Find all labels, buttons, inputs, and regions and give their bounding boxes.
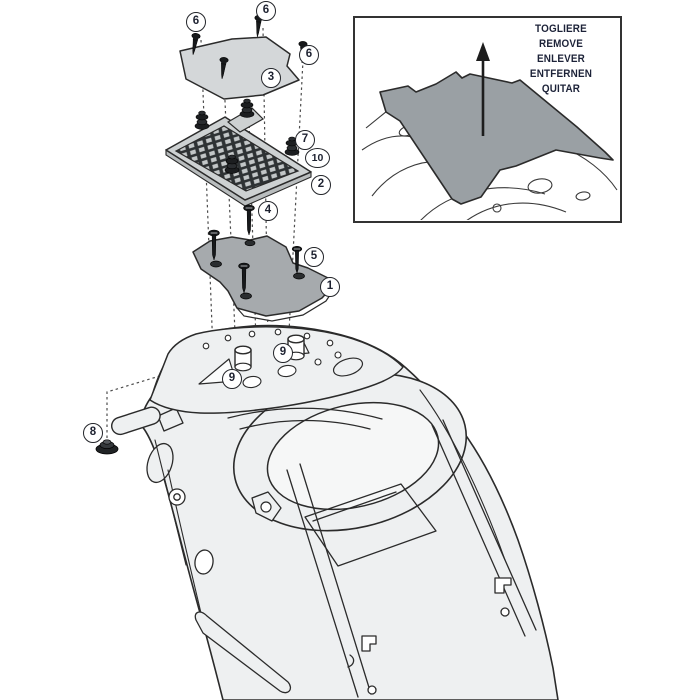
rack-holes (202, 328, 342, 389)
rack-bump (332, 357, 364, 377)
callout-screw-6: 6 (299, 45, 319, 65)
callout-spacer-9: 9 (273, 343, 293, 363)
callout-spacer-9: 9 (222, 369, 242, 389)
callout-screw-6: 6 (256, 1, 276, 21)
callout-bracket-1: 1 (320, 277, 340, 297)
instruction-line: QUITAR (541, 83, 581, 95)
callout-nut-8: 8 (83, 423, 103, 443)
instruction-line: ENTFERNEN (529, 68, 593, 80)
left-grip (111, 406, 184, 484)
callout-plate-2: 2 (311, 175, 331, 195)
instruction-line: TOGLIERE (535, 23, 587, 35)
plate-2-mesh (174, 125, 300, 192)
callout-grommet-7: 7 (295, 130, 315, 150)
oem-cover-part (379, 71, 614, 205)
bracket-edge (236, 288, 335, 322)
instruction-line: ENLEVER (536, 53, 586, 65)
callout-grommet-10: 10 (305, 148, 330, 168)
inset-removal-box (353, 16, 622, 223)
rear-rack (149, 326, 404, 414)
callout-screw-4: 4 (258, 201, 278, 221)
grommet-icon (194, 110, 210, 130)
callout-screw-6: 6 (186, 12, 206, 32)
bracket-holes (210, 239, 305, 300)
arrow-up-icon (476, 42, 490, 136)
bodywork-trims (168, 488, 512, 695)
inset-instructions: TOGLIERE REMOVE ENLEVER ENTFERNEN QUITAR (496, 22, 626, 97)
motorcycle-tail-artwork (111, 324, 559, 700)
callout-screw-5: 5 (304, 247, 324, 267)
callout-plate-3: 3 (261, 68, 281, 88)
bracket-part-1 (192, 204, 335, 322)
instruction-line: REMOVE (539, 38, 583, 50)
flange-nut-part-8 (95, 439, 119, 455)
spacer-bushing-icon (234, 345, 252, 372)
seat-details (154, 389, 537, 698)
grab-rail (232, 372, 468, 532)
mesh-plate-part-2 (165, 98, 312, 207)
plate-3-shape (179, 36, 300, 100)
